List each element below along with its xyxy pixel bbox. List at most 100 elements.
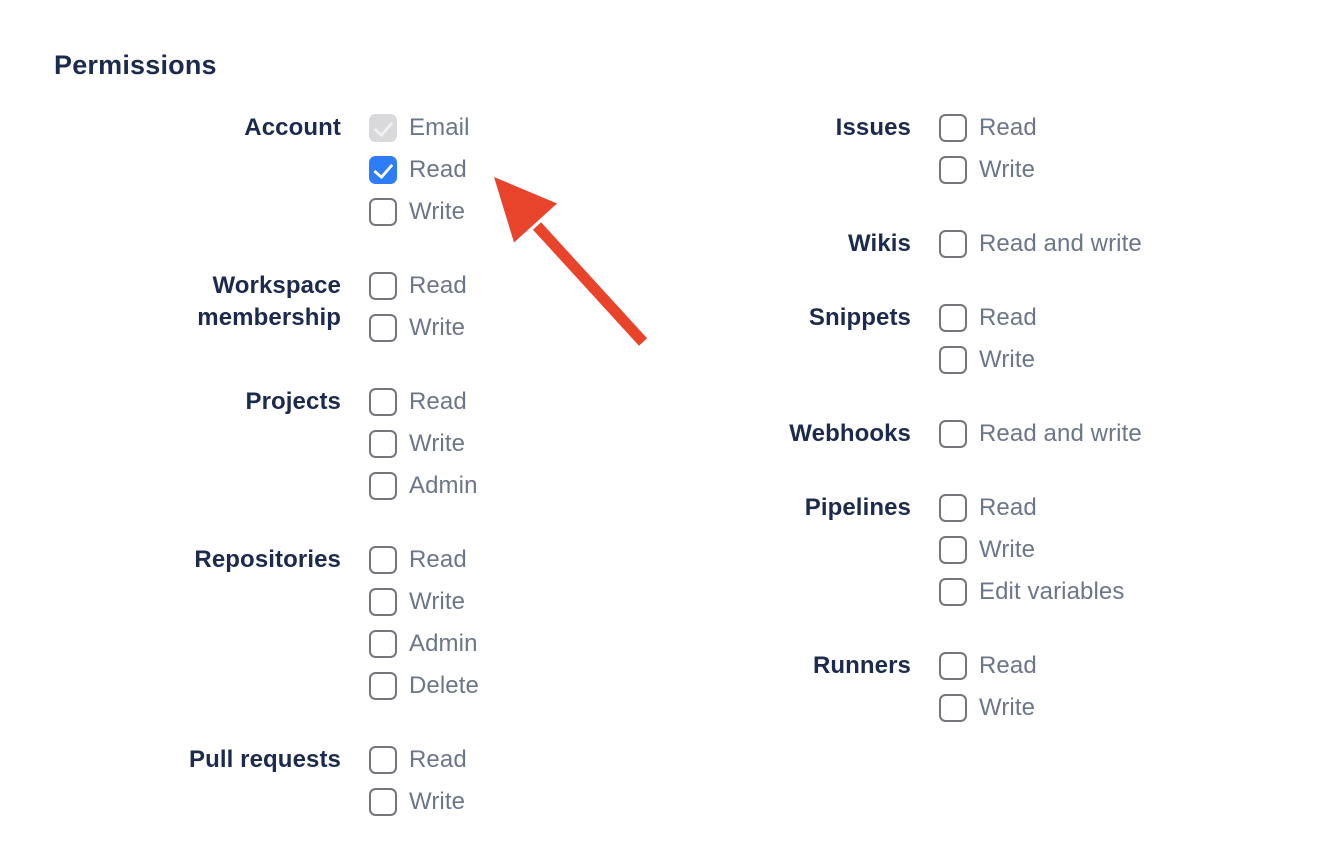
checkbox-runners-write[interactable]	[939, 694, 967, 722]
checkbox-option-pipelines-read[interactable]: Read	[939, 487, 1124, 529]
checkbox-label-issues-read: Read	[979, 114, 1037, 141]
group-label-workspace-membership: Workspace membership	[197, 272, 341, 331]
checkbox-label-pipelines-write: Write	[979, 536, 1036, 563]
checkbox-account-write[interactable]	[369, 198, 397, 226]
checkbox-option-repositories-admin[interactable]: Admin	[369, 623, 479, 665]
checkbox-snippets-read[interactable]	[939, 304, 967, 332]
checkbox-account-read[interactable]	[369, 156, 397, 184]
checkbox-label-projects-write: Write	[409, 430, 466, 457]
checkbox-label-projects-admin: Admin	[409, 472, 478, 499]
group-label-account: Account	[244, 114, 341, 141]
checkbox-label-runners-read: Read	[979, 652, 1037, 679]
checkbox-option-wikis-read-and-write[interactable]: Read and write	[939, 223, 1142, 265]
checkbox-label-repositories-read: Read	[409, 546, 467, 573]
group-label-repositories: Repositories	[194, 546, 341, 573]
checkbox-pull-requests-write[interactable]	[369, 788, 397, 816]
options-list-wikis: Read and write	[939, 223, 1142, 265]
checkbox-label-projects-read: Read	[409, 388, 467, 415]
group-label-issues: Issues	[835, 114, 911, 141]
checkbox-label-account-read: Read	[409, 156, 467, 183]
checkbox-repositories-read[interactable]	[369, 546, 397, 574]
checkbox-option-repositories-read[interactable]: Read	[369, 539, 479, 581]
checkbox-option-pull-requests-read[interactable]: Read	[369, 739, 467, 781]
checkbox-option-workspace-membership-read[interactable]: Read	[369, 265, 467, 307]
checkbox-label-pull-requests-read: Read	[409, 746, 467, 773]
checkbox-issues-write[interactable]	[939, 156, 967, 184]
checkbox-label-runners-write: Write	[979, 694, 1036, 721]
checkbox-option-projects-write[interactable]: Write	[369, 423, 478, 465]
permission-group-webhooks: Webhooks Read and write	[625, 413, 1245, 455]
checkbox-option-account-email: Email	[369, 107, 470, 149]
checkbox-projects-admin[interactable]	[369, 472, 397, 500]
checkbox-label-account-write: Write	[409, 198, 466, 225]
group-label-wikis: Wikis	[848, 230, 911, 257]
checkbox-option-pipelines-write[interactable]: Write	[939, 529, 1124, 571]
checkbox-option-snippets-write[interactable]: Write	[939, 339, 1037, 381]
group-label-projects: Projects	[245, 388, 341, 415]
checkbox-label-pipelines-edit-variables: Edit variables	[979, 578, 1125, 605]
checkbox-issues-read[interactable]	[939, 114, 967, 142]
checkbox-repositories-write[interactable]	[369, 588, 397, 616]
checkbox-label-wikis-read-and-write: Read and write	[979, 230, 1142, 257]
checkbox-workspace-membership-read[interactable]	[369, 272, 397, 300]
checkbox-option-repositories-delete[interactable]: Delete	[369, 665, 479, 707]
checkbox-option-repositories-write[interactable]: Write	[369, 581, 479, 623]
checkbox-option-snippets-read[interactable]: Read	[939, 297, 1037, 339]
checkbox-workspace-membership-write[interactable]	[369, 314, 397, 342]
checkbox-label-pipelines-read: Read	[979, 494, 1037, 521]
checkbox-option-issues-write[interactable]: Write	[939, 149, 1037, 191]
checkbox-label-repositories-delete: Delete	[409, 672, 479, 699]
checkbox-pipelines-write[interactable]	[939, 536, 967, 564]
checkbox-pipelines-read[interactable]	[939, 494, 967, 522]
checkbox-label-issues-write: Write	[979, 156, 1036, 183]
checkbox-option-workspace-membership-write[interactable]: Write	[369, 307, 467, 349]
group-label-pipelines: Pipelines	[804, 494, 911, 521]
checkbox-snippets-write[interactable]	[939, 346, 967, 374]
checkbox-label-repositories-write: Write	[409, 588, 466, 615]
checkbox-label-repositories-admin: Admin	[409, 630, 478, 657]
checkbox-option-runners-read[interactable]: Read	[939, 645, 1037, 687]
checkbox-projects-write[interactable]	[369, 430, 397, 458]
page-title: Permissions	[54, 50, 217, 80]
checkbox-label-pull-requests-write: Write	[409, 788, 466, 815]
checkbox-label-workspace-membership-write: Write	[409, 314, 466, 341]
group-label-webhooks: Webhooks	[789, 420, 911, 447]
checkbox-runners-read[interactable]	[939, 652, 967, 680]
checkbox-option-account-read[interactable]: Read	[369, 149, 470, 191]
checkbox-option-pipelines-edit-variables[interactable]: Edit variables	[939, 571, 1124, 613]
checkbox-repositories-delete[interactable]	[369, 672, 397, 700]
checkbox-pipelines-edit-variables[interactable]	[939, 578, 967, 606]
checkbox-label-webhooks-read-and-write: Read and write	[979, 420, 1142, 447]
checkbox-option-issues-read[interactable]: Read	[939, 107, 1037, 149]
permission-group-wikis: Wikis Read and write	[625, 223, 1245, 265]
checkbox-option-projects-admin[interactable]: Admin	[369, 465, 478, 507]
checkbox-option-account-write[interactable]: Write	[369, 191, 470, 233]
checkbox-repositories-admin[interactable]	[369, 630, 397, 658]
checkbox-option-projects-read[interactable]: Read	[369, 381, 478, 423]
checkbox-option-runners-write[interactable]: Write	[939, 687, 1037, 729]
checkbox-label-snippets-write: Write	[979, 346, 1036, 373]
checkbox-wikis-read-and-write[interactable]	[939, 230, 967, 258]
checkbox-projects-read[interactable]	[369, 388, 397, 416]
checkbox-pull-requests-read[interactable]	[369, 746, 397, 774]
checkbox-option-pull-requests-write[interactable]: Write	[369, 781, 467, 823]
checkbox-option-webhooks-read-and-write[interactable]: Read and write	[939, 413, 1142, 455]
checkbox-webhooks-read-and-write[interactable]	[939, 420, 967, 448]
checkbox-label-workspace-membership-read: Read	[409, 272, 467, 299]
